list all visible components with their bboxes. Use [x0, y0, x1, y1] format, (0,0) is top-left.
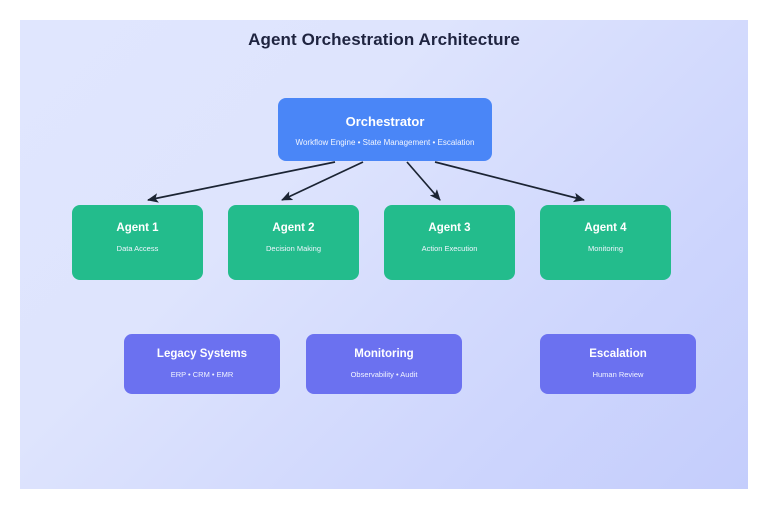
node-agent-1-subtitle: Data Access	[116, 243, 159, 253]
node-escalation-title: Escalation	[589, 348, 647, 360]
node-agent-4-title: Agent 4	[584, 222, 627, 234]
node-agent-3[interactable]: Agent 3 Action Execution	[384, 205, 515, 280]
node-orchestrator-subtitle: Workflow Engine • State Management • Esc…	[295, 138, 475, 147]
node-agent-3-subtitle: Action Execution	[421, 243, 478, 253]
connector-orchestrator-to-agent-2	[281, 161, 364, 201]
node-agent-2-title: Agent 2	[272, 222, 315, 234]
connector-orchestrator-to-agent-1	[147, 161, 336, 203]
node-agent-4[interactable]: Agent 4 Monitoring	[540, 205, 671, 280]
node-orchestrator-title: Orchestrator	[345, 114, 425, 129]
node-agent-3-title: Agent 3	[428, 222, 471, 234]
node-legacy-systems[interactable]: Legacy Systems ERP • CRM • EMR	[124, 334, 280, 394]
node-legacy-systems-subtitle: ERP • CRM • EMR	[170, 369, 234, 379]
node-legacy-systems-title: Legacy Systems	[156, 348, 248, 360]
node-agent-2[interactable]: Agent 2 Decision Making	[228, 205, 359, 280]
connector-orchestrator-to-agent-3	[406, 161, 441, 201]
connector-orchestrator-to-agent-4	[434, 161, 585, 203]
node-monitoring[interactable]: Monitoring Observability • Audit	[306, 334, 462, 394]
node-orchestrator[interactable]: Orchestrator Workflow Engine • State Man…	[278, 98, 492, 161]
node-escalation-subtitle: Human Review	[592, 369, 644, 379]
node-agent-2-subtitle: Decision Making	[265, 243, 322, 253]
node-agent-4-subtitle: Monitoring	[587, 243, 624, 253]
diagram-canvas: Agent Orchestration Architecture Orchest…	[20, 20, 748, 489]
node-agent-1[interactable]: Agent 1 Data Access	[72, 205, 203, 280]
node-monitoring-subtitle: Observability • Audit	[350, 369, 418, 379]
node-escalation[interactable]: Escalation Human Review	[540, 334, 696, 394]
node-monitoring-title: Monitoring	[354, 348, 414, 360]
page-title: Agent Orchestration Architecture	[248, 30, 520, 49]
node-agent-1-title: Agent 1	[116, 222, 159, 234]
